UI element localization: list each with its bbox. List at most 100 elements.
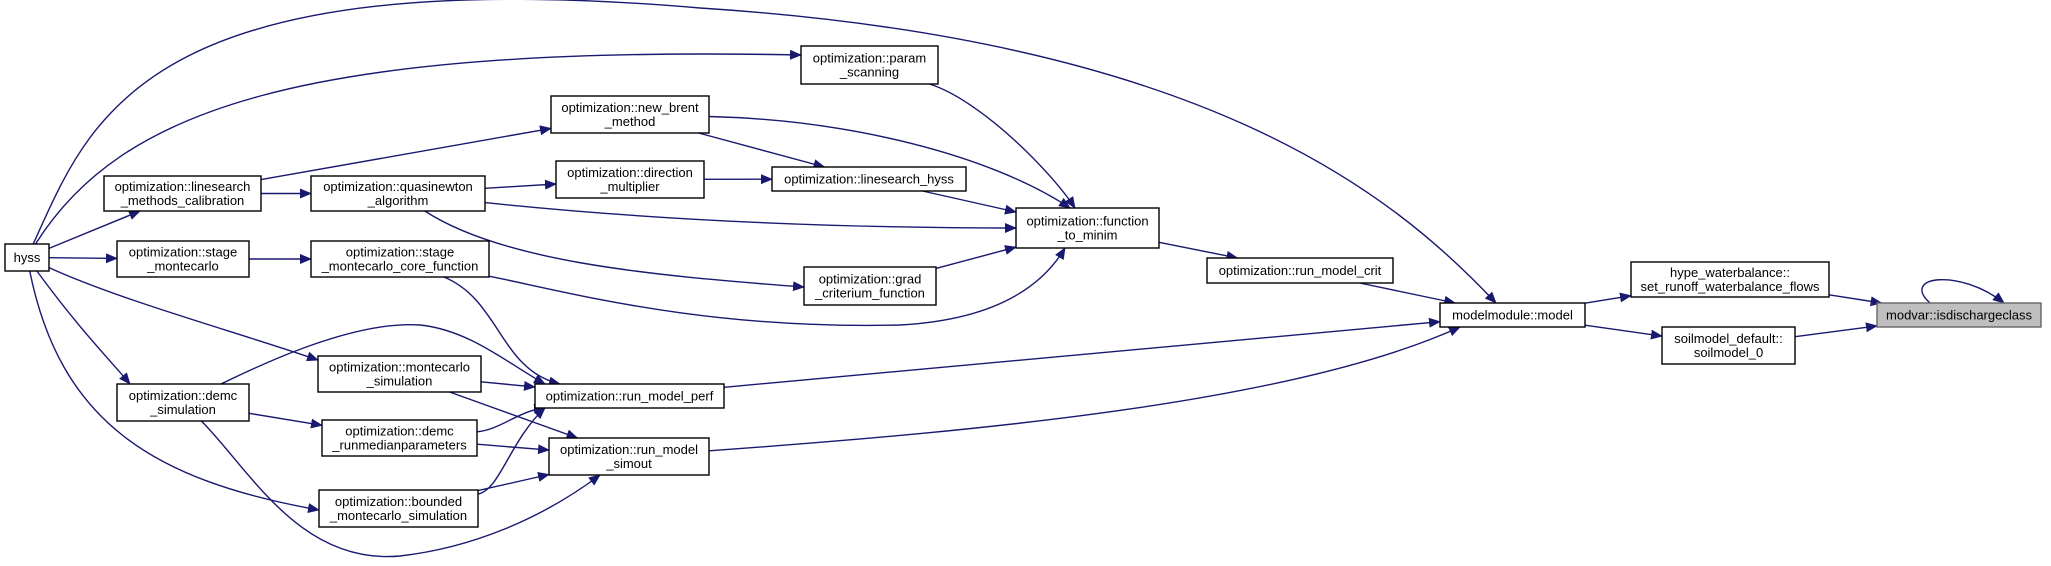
- node-box: [4, 243, 50, 272]
- edge-run_model_perf-to-modelmodule_model: [723, 317, 1441, 388]
- node-label: optimization::run_model: [560, 442, 698, 457]
- edge-demc_runmedian-to-run_model_perf: [476, 403, 546, 433]
- node-label: _simulation: [366, 374, 433, 389]
- edges: [29, 0, 2005, 558]
- edge-run_model_crit-to-modelmodule_model: [1359, 282, 1457, 306]
- node-label: optimization::grad: [819, 272, 922, 287]
- node-label: hyss: [14, 250, 41, 265]
- node-hype_wb[interactable]: hype_waterbalance::set_runoff_waterbalan…: [1630, 261, 1830, 298]
- node-box: [318, 489, 479, 528]
- edge-hyss-to-demc_sim: [36, 270, 131, 385]
- edge-hype_wb-to-isdischargeclass: [1828, 294, 1883, 307]
- node-label: optimization::linesearch: [115, 179, 251, 194]
- node-demc_sim[interactable]: optimization::demc_simulation: [116, 383, 250, 422]
- node-param_scanning[interactable]: optimization::param_scanning: [800, 45, 939, 85]
- edge-hyss-to-linesearch_cal: [48, 210, 141, 250]
- node-linesearch_hyss[interactable]: optimization::linesearch_hyss: [771, 166, 967, 192]
- node-label: optimization::quasinewton: [323, 179, 473, 194]
- node-box: [103, 175, 262, 212]
- node-box: [1630, 261, 1830, 298]
- node-box: [555, 160, 705, 199]
- edge-new_brent-to-linesearch_hyss: [698, 132, 826, 169]
- edge-grad_crit-to-function_to_minim: [935, 245, 1017, 270]
- edge-isdischargeclass-to-isdischargeclass: [1921, 278, 2005, 304]
- edge-demc_sim-to-run_model_simout: [200, 420, 601, 558]
- node-linesearch_cal[interactable]: optimization::linesearch_methods_calibra…: [103, 175, 262, 212]
- node-box: [310, 240, 490, 278]
- node-label: optimization::direction: [567, 165, 693, 180]
- edge-quasinewton-to-grad_crit: [424, 210, 805, 292]
- node-bounded_mc[interactable]: optimization::bounded_montecarlo_simulat…: [318, 489, 479, 528]
- node-box: [317, 355, 482, 393]
- node-label: _simulation: [149, 402, 216, 417]
- node-label: set_runoff_waterbalance_flows: [1641, 279, 1820, 294]
- node-label: _to_minim: [1057, 228, 1118, 243]
- node-hyss[interactable]: hyss: [4, 243, 50, 272]
- node-label: _criterium_function: [814, 286, 925, 301]
- node-run_model_simout[interactable]: optimization::run_model_simout: [548, 437, 710, 476]
- node-stage_mc[interactable]: optimization::stage_montecarlo: [116, 240, 250, 278]
- node-label: modvar::isdischargeclass: [1886, 308, 2032, 323]
- edge-stage_mc_core-to-run_model_perf: [443, 276, 561, 387]
- edge-mc_sim-to-run_model_simout: [449, 391, 579, 439]
- edge-demc_sim-to-demc_runmedian: [248, 412, 323, 429]
- edge-run_model_simout-to-modelmodule_model: [708, 326, 1461, 452]
- node-box: [116, 383, 250, 422]
- node-label: modelmodule::model: [1452, 308, 1573, 323]
- node-label: optimization::new_brent: [561, 100, 699, 115]
- node-box: [548, 437, 710, 476]
- node-label: optimization::montecarlo: [329, 360, 470, 375]
- edge-soilmodel_0-to-isdischargeclass: [1794, 322, 1878, 338]
- node-label: soilmodel_default::: [1674, 331, 1782, 346]
- node-box: [1439, 302, 1586, 328]
- edge-quasinewton-to-direction_mult: [484, 179, 557, 190]
- node-mc_sim[interactable]: optimization::montecarlo_simulation: [317, 355, 482, 393]
- node-soilmodel_0[interactable]: soilmodel_default::soilmodel_0: [1661, 326, 1796, 365]
- node-box: [1876, 302, 2042, 328]
- node-label: _simout: [605, 456, 652, 471]
- node-modelmodule_model[interactable]: modelmodule::model: [1439, 302, 1586, 328]
- node-label: _montecarlo_core_function: [321, 259, 479, 274]
- edge-mc_sim-to-run_model_perf: [480, 380, 536, 391]
- node-label: _montecarlo: [146, 259, 219, 274]
- node-stage_mc_core[interactable]: optimization::stage_montecarlo_core_func…: [310, 240, 490, 278]
- node-new_brent[interactable]: optimization::new_brent_method: [550, 95, 710, 134]
- node-grad_crit[interactable]: optimization::grad_criterium_function: [803, 266, 937, 306]
- node-box: [1206, 257, 1394, 284]
- node-demc_runmedian[interactable]: optimization::demc_runmedianparameters: [321, 419, 478, 457]
- edge-modelmodule_model-to-soilmodel_0: [1584, 324, 1663, 340]
- edge-quasinewton-to-function_to_minim: [484, 201, 1017, 233]
- edge-hyss-to-modelmodule_model: [32, 0, 1497, 304]
- node-label: _montecarlo_simulation: [329, 508, 467, 523]
- edge-param_scanning-to-function_to_minim: [929, 83, 1076, 209]
- node-box: [771, 166, 967, 192]
- edge-hyss-to-stage_mc: [48, 253, 118, 264]
- node-box: [800, 45, 939, 85]
- node-box: [116, 240, 250, 278]
- node-direction_mult[interactable]: optimization::direction_multiplier: [555, 160, 705, 199]
- node-run_model_crit[interactable]: optimization::run_model_crit: [1206, 257, 1394, 284]
- node-label: _algorithm: [367, 193, 429, 208]
- node-label: _runmedianparameters: [331, 438, 467, 453]
- node-run_model_perf[interactable]: optimization::run_model_perf: [534, 383, 725, 409]
- node-quasinewton[interactable]: optimization::quasinewton_algorithm: [310, 175, 486, 212]
- edge-bounded_mc-to-run_model_simout: [477, 472, 550, 492]
- node-label: soilmodel_0: [1694, 345, 1763, 360]
- node-box: [550, 95, 710, 134]
- edge-hyss-to-mc_sim: [48, 266, 319, 362]
- edge-demc_runmedian-to-run_model_simout: [476, 443, 550, 455]
- node-box: [1661, 326, 1796, 365]
- node-label: _method: [604, 114, 656, 129]
- node-label: optimization::param: [813, 51, 926, 66]
- edge-modelmodule_model-to-hype_wb: [1584, 292, 1632, 304]
- node-label: optimization::bounded: [335, 494, 462, 509]
- node-label: optimization::stage: [346, 245, 454, 260]
- edge-demc_sim-to-run_model_perf: [220, 324, 546, 385]
- node-label: hype_waterbalance::: [1670, 265, 1790, 280]
- node-box: [321, 419, 478, 457]
- node-function_to_minim[interactable]: optimization::function_to_minim: [1015, 207, 1160, 249]
- node-label: optimization::run_model_perf: [546, 389, 714, 404]
- node-isdischargeclass[interactable]: modvar::isdischargeclass: [1876, 302, 2042, 328]
- edge-linesearch_hyss-to-function_to_minim: [922, 190, 1017, 215]
